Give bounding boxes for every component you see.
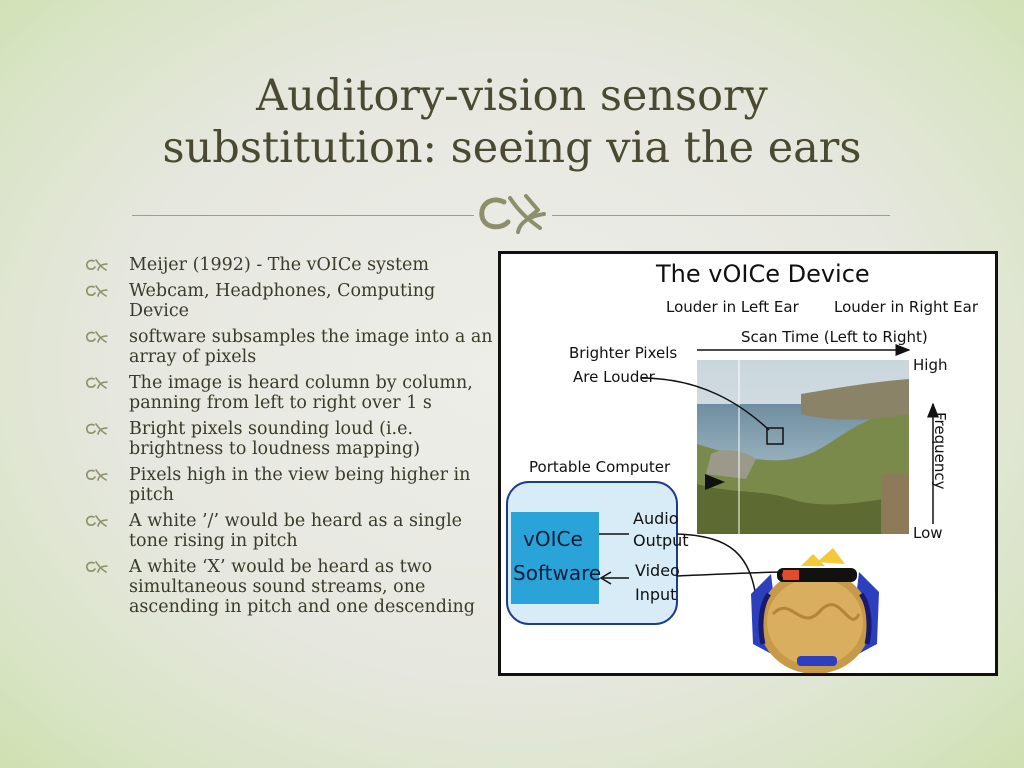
title-divider-left (132, 215, 474, 216)
scan-time-label: Scan Time (Left to Right) (741, 328, 928, 346)
audio-cable (676, 533, 758, 605)
list-item: Bright pixels sounding loud (i.e. bright… (86, 419, 496, 459)
brighter-pointer-line (640, 377, 770, 431)
bullet-text: Pixels high in the view being higher in … (129, 465, 471, 505)
software-label-line-2: Software (513, 561, 601, 585)
audio-label-line-2: Output (633, 531, 689, 550)
slide-title: Auditory-vision sensory substitution: se… (80, 70, 944, 174)
are-louder-label: Are Louder (573, 368, 656, 386)
voice-device-diagram: The vOICe Device Louder in Left Ear Loud… (506, 260, 979, 673)
high-label: High (913, 356, 947, 374)
video-label-line-1: Video (635, 561, 680, 580)
video-label-line-2: Input (635, 585, 676, 604)
list-item: The image is heard column by column, pan… (86, 373, 496, 413)
list-item: Webcam, Headphones, Computing Device (86, 281, 496, 321)
bullet-text: A white ’/’ would be heard as a single t… (129, 511, 463, 551)
bullet-text: Meijer (1992) - The vOICe system (129, 255, 429, 275)
voice-device-figure: The vOICe Device Louder in Left Ear Loud… (498, 251, 998, 676)
ornament-bullet-icon (86, 469, 108, 481)
software-label-line-1: vOICe (523, 527, 583, 551)
portable-computer-label: Portable Computer (529, 458, 671, 476)
louder-left-label: Louder in Left Ear (666, 298, 800, 316)
title-divider-right (552, 215, 890, 216)
slide-title-line-2: substitution: seeing via the ears (162, 123, 862, 173)
brighter-pixels-label: Brighter Pixels (569, 344, 677, 362)
ornament-bullet-icon (86, 331, 108, 343)
audio-label-line-1: Audio (633, 509, 678, 528)
ornament-bullet-icon (86, 515, 108, 527)
bullet-text: A white ‘X’ would be heard as two simult… (129, 557, 476, 617)
video-input-arrow-icon (599, 571, 612, 585)
list-item: A white ‘X’ would be heard as two simult… (86, 557, 496, 617)
user-head-icon (751, 548, 879, 673)
bullet-text: The image is heard column by column, pan… (129, 373, 473, 413)
voice-software-box (511, 512, 599, 604)
list-item: Pixels high in the view being higher in … (86, 465, 496, 505)
list-item: A white ’/’ would be heard as a single t… (86, 511, 496, 551)
landscape-photo (697, 360, 909, 534)
ornament-bullet-icon (86, 377, 108, 389)
frequency-label: Frequency (931, 412, 949, 490)
bullet-text: Webcam, Headphones, Computing Device (129, 281, 436, 321)
bullet-list: Meijer (1992) - The vOICe system Webcam,… (86, 255, 496, 623)
ornament-bullet-icon (86, 561, 108, 573)
slide-title-line-1: Auditory-vision sensory (256, 71, 768, 121)
ornament-bullet-icon (86, 423, 108, 435)
ornament-bullet-icon (86, 259, 108, 271)
louder-right-label: Louder in Right Ear (834, 298, 979, 316)
figure-title: The vOICe Device (655, 260, 870, 288)
list-item: Meijer (1992) - The vOICe system (86, 255, 496, 275)
bullet-text: Bright pixels sounding loud (i.e. bright… (129, 419, 421, 459)
title-ornament-icon (479, 194, 546, 234)
low-label: Low (913, 524, 943, 542)
list-item: software subsamples the image into a an … (86, 327, 496, 367)
ornament-bullet-icon (86, 285, 108, 297)
bullet-text: software subsamples the image into a an … (129, 327, 493, 367)
